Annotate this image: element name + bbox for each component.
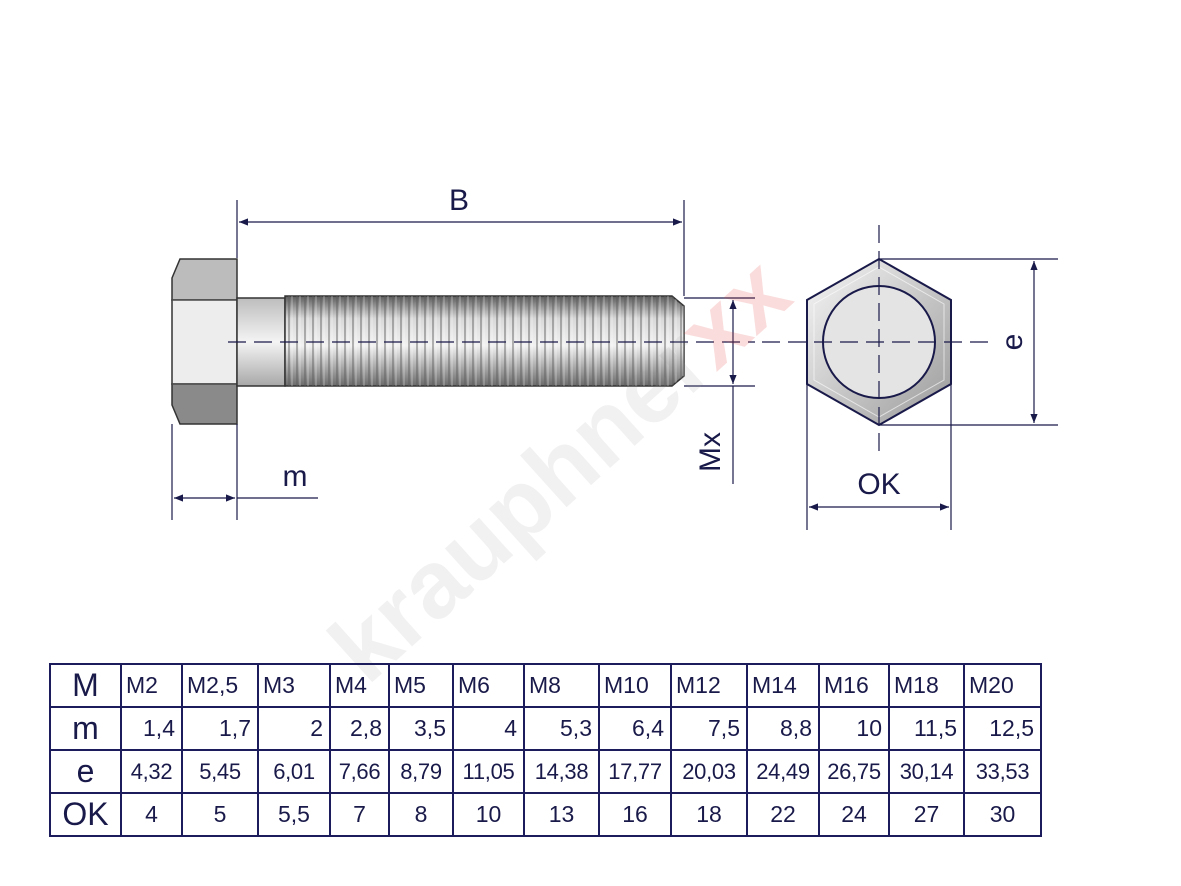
dimension-b: B (236, 184, 685, 296)
table-cell: 1,4 (120, 706, 183, 751)
bolt-thread (284, 295, 685, 387)
table-cell: M20 (963, 663, 1042, 708)
table-cell: 30 (963, 792, 1042, 837)
table-cell: 5 (181, 792, 259, 837)
label-b: B (449, 184, 469, 217)
table-cell: 16 (598, 792, 672, 837)
table-cell: 11,5 (888, 706, 965, 751)
table-cell: 7,5 (670, 706, 748, 751)
table-cell: M12 (670, 663, 748, 708)
row-header: OK (49, 792, 122, 837)
table-cell: 14,38 (523, 749, 600, 794)
table-cell: 7,66 (329, 749, 390, 794)
table-cell: 8,8 (746, 706, 820, 751)
table-cell: 5,45 (181, 749, 259, 794)
table-cell: 26,75 (818, 749, 890, 794)
table-cell: M16 (818, 663, 890, 708)
table-cell: 8,79 (388, 749, 454, 794)
dimension-ok: OK (806, 384, 952, 530)
table-cell: 1,7 (181, 706, 259, 751)
table-cell: 20,03 (670, 749, 748, 794)
table-cell: 5,3 (523, 706, 600, 751)
table-cell: 4 (452, 706, 525, 751)
table-cell: 30,14 (888, 749, 965, 794)
bolt-side-view (171, 258, 755, 425)
table-cell: 4 (120, 792, 183, 837)
table-cell: M2,5 (181, 663, 259, 708)
table-cell: 2 (257, 706, 331, 751)
table-cell: 18 (670, 792, 748, 837)
label-e: e (996, 334, 1029, 351)
dimension-mx: Mx (684, 297, 755, 484)
hex-end-view (762, 225, 996, 454)
table-cell: M6 (452, 663, 525, 708)
bolt-technical-drawing: B m Mx e OK (171, 184, 1058, 530)
table-cell: 11,05 (452, 749, 525, 794)
table-cell: M8 (523, 663, 600, 708)
table-cell: 3,5 (388, 706, 454, 751)
bolt-head (171, 258, 238, 425)
table-cell: M14 (746, 663, 820, 708)
table-cell: M18 (888, 663, 965, 708)
row-header: m (49, 706, 122, 751)
table-cell: 22 (746, 792, 820, 837)
table-cell: 17,77 (598, 749, 672, 794)
table-cell: 24,49 (746, 749, 820, 794)
label-mx: Mx (694, 432, 727, 472)
table-cell: 7 (329, 792, 390, 837)
table-cell: M2 (120, 663, 183, 708)
dimension-m: m (171, 424, 318, 520)
table-cell: 5,5 (257, 792, 331, 837)
table-cell: 24 (818, 792, 890, 837)
dimension-e: e (879, 258, 1058, 426)
label-m: m (283, 460, 308, 493)
table-cell: 13 (523, 792, 600, 837)
table-cell: 10 (452, 792, 525, 837)
table-cell: 4,32 (120, 749, 183, 794)
table-cell: M10 (598, 663, 672, 708)
table-cell: 6,4 (598, 706, 672, 751)
table-cell: 10 (818, 706, 890, 751)
table-cell: M3 (257, 663, 331, 708)
label-ok: OK (857, 468, 900, 501)
table-cell: 2,8 (329, 706, 390, 751)
table-cell: M4 (329, 663, 390, 708)
table-cell: 27 (888, 792, 965, 837)
row-header: e (49, 749, 122, 794)
table-cell: 12,5 (963, 706, 1042, 751)
table-cell: 6,01 (257, 749, 331, 794)
table-cell: 33,53 (963, 749, 1042, 794)
table-cell: 8 (388, 792, 454, 837)
table-cell: M5 (388, 663, 454, 708)
row-header: M (49, 663, 122, 708)
